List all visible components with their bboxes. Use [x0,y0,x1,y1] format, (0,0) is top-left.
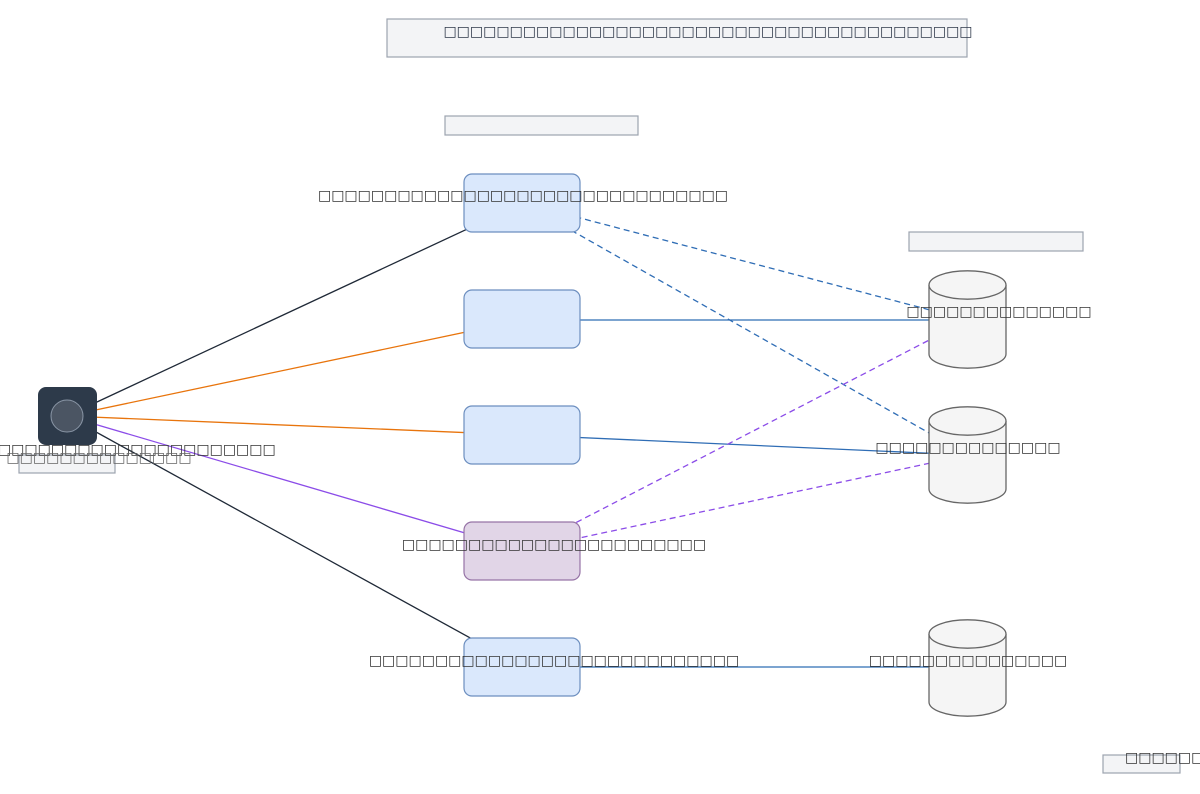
process-4-label: □□□□□□□□□□□□□□□□□□□□□□□ [402,537,706,553]
edge-actor-to-p5[interactable] [66,415,524,668]
process-node-3[interactable] [463,405,581,465]
title-banner [386,18,968,58]
storage-node-2[interactable] [928,406,1007,504]
storage-group-header [908,231,1084,252]
edge-actor-to-p2[interactable] [66,316,525,417]
edge-p4-to-s1[interactable] [522,319,969,551]
storage-2-label: □□□□□□□□□□□□□□ [875,440,1060,456]
edge-s2-to-p1[interactable] [522,202,969,456]
storage-1-label: □□□□□□□□□□□□□□ [906,304,1091,320]
edge-s1-to-p1[interactable] [521,200,969,321]
process-node-1[interactable] [463,173,581,233]
edge-actor-to-p4[interactable] [66,415,524,553]
processes-group-header [444,115,639,136]
storage-3-label: □□□□□□□□□□□□□□□ [869,653,1067,669]
actor-legend-box [18,454,116,474]
edge-actor-to-p3[interactable] [66,415,525,440]
actor-node[interactable] [38,387,97,445]
diagram-title: □□□□□□□□□□□□□□□□□□□□□□□□□□□□□□□□□□□□□□□□ [443,24,972,40]
actor-legend-label: □□□□□□□□□□□□□□ [6,450,191,466]
process-5-label: □□□□□□□□□□□□□□□□□□□□□□□□□□□□ [369,653,739,669]
process-node-4[interactable] [463,521,581,581]
user-icon [50,399,84,433]
edge-actor-to-p1[interactable] [66,202,524,417]
edge-p3-to-s2[interactable] [522,434,970,460]
process-node-2[interactable] [463,289,581,349]
storage-node-3[interactable] [928,619,1007,717]
process-node-5[interactable] [463,637,581,697]
storage-node-1[interactable] [928,270,1007,369]
footer-legend-box [1102,754,1181,774]
footer-legend-label: □□□□□□□□ [1125,750,1200,766]
edges-layer [66,200,970,673]
process-1-label: □□□□□□□□□□□□□□□□□□□□□□□□□□□□□□□ [318,188,728,204]
actor-label: □□□□□□□□□□□□□□□□□□□□□□□□ [0,442,276,458]
edge-p4-to-s2[interactable] [522,451,970,551]
